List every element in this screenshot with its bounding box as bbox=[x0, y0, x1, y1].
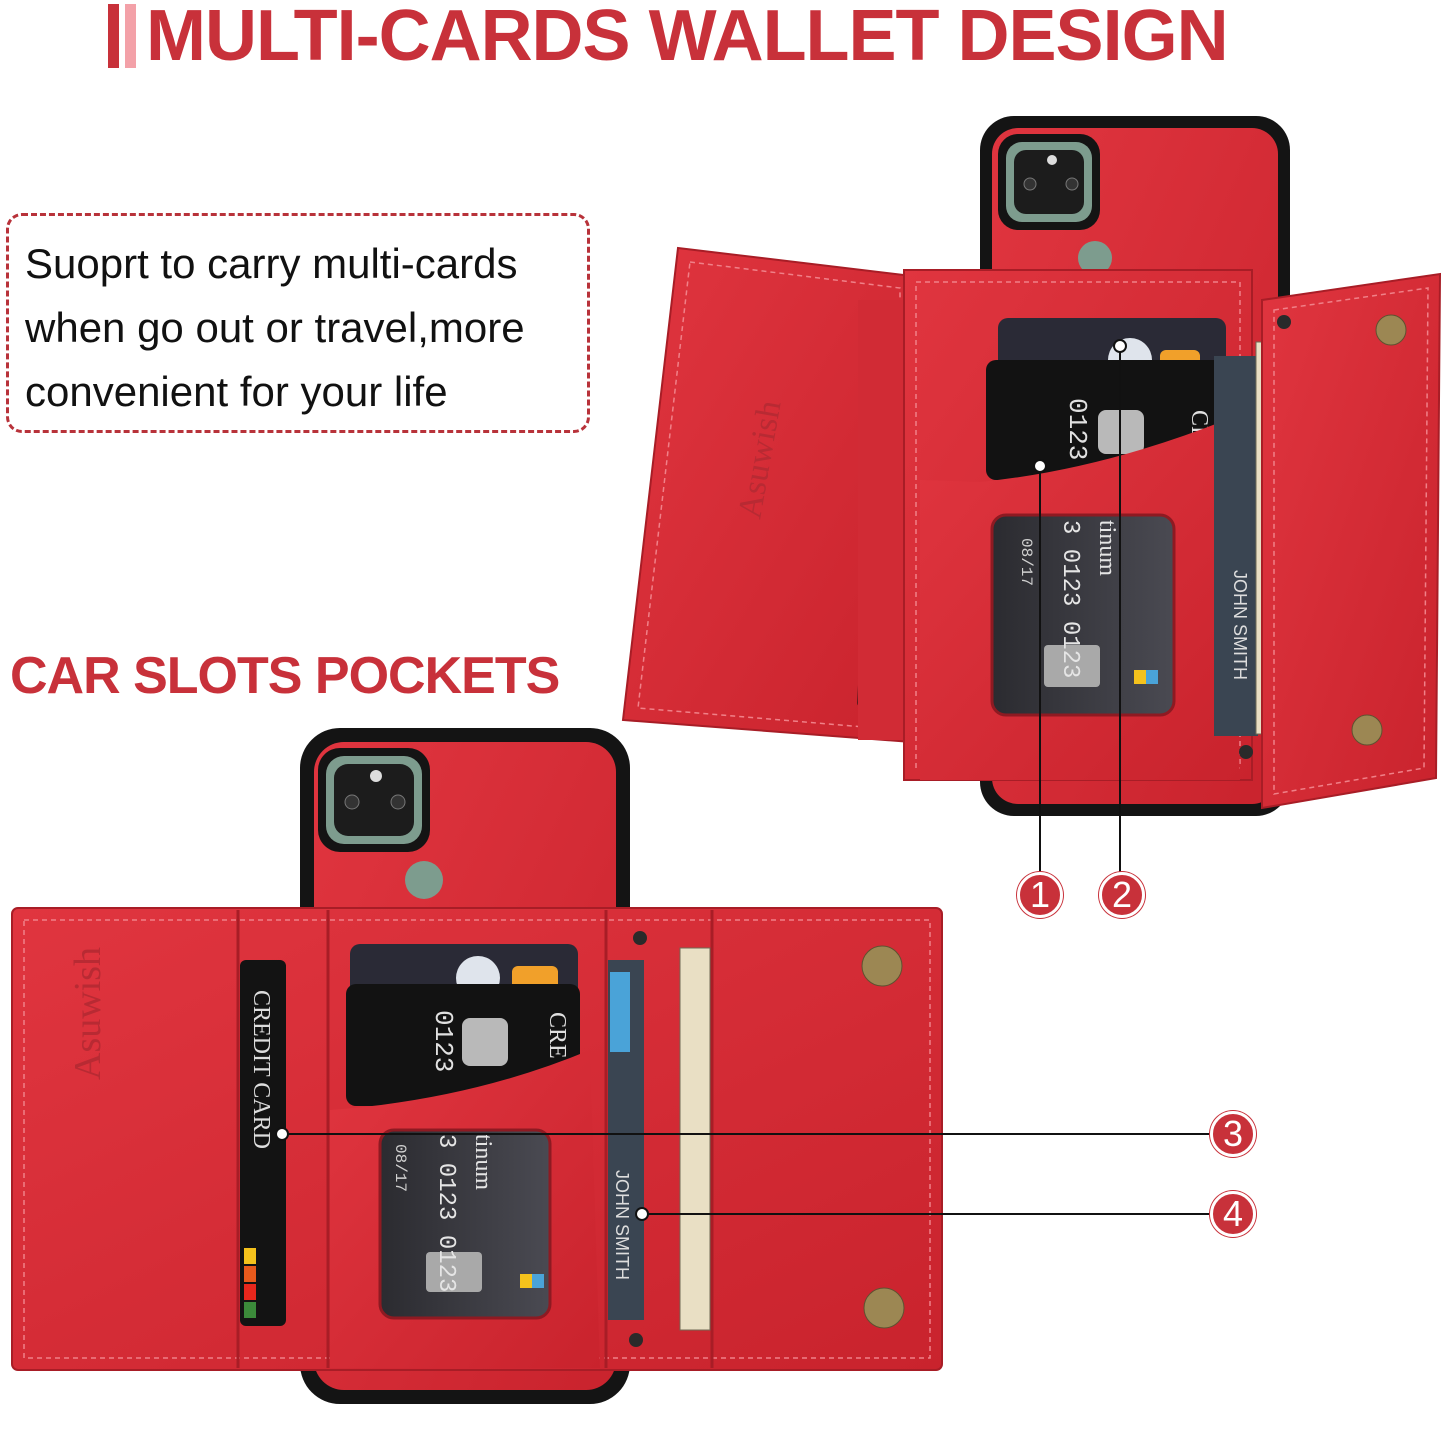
card-stripe bbox=[244, 1248, 256, 1264]
card-number-print: 0123 bbox=[1062, 398, 1092, 460]
card-number-long-bottom: 3 0123 0123 bbox=[432, 1134, 459, 1292]
rivet-icon bbox=[629, 1333, 643, 1347]
flap-stitching bbox=[637, 261, 901, 731]
callout-badge-1: 1 bbox=[1017, 872, 1063, 918]
callout-dot-1 bbox=[1033, 459, 1047, 473]
card-chip bbox=[462, 1018, 508, 1066]
platinum-print-bottom: tinum bbox=[470, 1134, 496, 1190]
top-wallet-phone: Asuwish CREDIT CARD 0123 CR tinum 3 0123… bbox=[621, 116, 1442, 816]
title-bar: MULTI-CARDS WALLET DESIGN bbox=[108, 0, 1229, 76]
callout-dot-2 bbox=[1113, 339, 1127, 353]
camera-lens-icon bbox=[344, 794, 360, 810]
callout-dot-3 bbox=[275, 1127, 289, 1141]
card-stripe bbox=[244, 1266, 256, 1282]
right-flap-top bbox=[1261, 272, 1442, 810]
camera-flash-bottom bbox=[370, 770, 382, 782]
note-line-3: convenient for your life bbox=[25, 368, 448, 415]
rivet-icon bbox=[1239, 745, 1253, 759]
fingerprint-sensor-top bbox=[1078, 241, 1112, 275]
card-cre-print: CRE bbox=[544, 1012, 570, 1059]
id-card-edge-top bbox=[1214, 356, 1258, 736]
snap-button-icon bbox=[1351, 714, 1383, 746]
platinum-print-top: tinum bbox=[1094, 520, 1120, 576]
camera-flash-top bbox=[1047, 155, 1057, 165]
snap-button-icon bbox=[1375, 314, 1407, 346]
rivet-icon bbox=[633, 931, 647, 945]
camera-lens-block-bottom bbox=[334, 764, 414, 836]
callout-dot-4 bbox=[635, 1207, 649, 1221]
note-line-2: when go out or travel,more bbox=[25, 304, 525, 351]
slot-pocket-top bbox=[858, 300, 908, 740]
window-pocket-top bbox=[990, 513, 1176, 717]
credit-card-print-bottom: CREDIT CARD bbox=[248, 990, 274, 1149]
callout-badge-3: 3 bbox=[1210, 1111, 1256, 1157]
camera-lens-icon bbox=[1065, 177, 1079, 191]
rivet-icon bbox=[1277, 315, 1291, 329]
camera-lens-icon bbox=[1023, 177, 1037, 191]
camera-lens-icon bbox=[390, 794, 406, 810]
card-chip bbox=[1044, 645, 1100, 687]
brand-emboss-bottom: Asuwish bbox=[67, 947, 109, 1080]
title-accent-bar-light bbox=[125, 4, 136, 68]
callout-badge-4: 4 bbox=[1210, 1191, 1256, 1237]
camera-lens-block-top bbox=[1014, 150, 1084, 214]
card-number-print-bottom: 0123 bbox=[428, 1010, 458, 1072]
flap-stitching bbox=[1273, 287, 1429, 795]
id-card-flag bbox=[610, 972, 630, 1052]
holder-name-top: JOHN SMITH bbox=[1230, 570, 1250, 680]
fingerprint-sensor-bottom bbox=[405, 861, 443, 899]
card-stripe bbox=[520, 1274, 532, 1288]
card-chip bbox=[426, 1252, 482, 1292]
card-stripe bbox=[244, 1284, 256, 1300]
snap-button-icon bbox=[863, 1287, 905, 1329]
bottom-wallet-phone: Asuwish CREDIT CARD 0123 CRE tinum 3 012… bbox=[11, 728, 943, 1404]
callout-badge-2: 2 bbox=[1099, 872, 1145, 918]
expiry-print-top: 08/17 bbox=[1017, 538, 1035, 586]
note-line-1: Suoprt to carry multi-cards bbox=[25, 240, 518, 287]
title-accent-bar bbox=[108, 4, 119, 68]
section-subtitle: CAR SLOTS POCKETS bbox=[10, 647, 560, 705]
snap-button-icon bbox=[861, 945, 903, 987]
card-stripe bbox=[532, 1274, 544, 1288]
expiry-print-bottom: 08/17 bbox=[391, 1144, 409, 1192]
credit-card-bottom bbox=[240, 960, 286, 1326]
page-title: MULTI-CARDS WALLET DESIGN bbox=[146, 0, 1229, 76]
window-pocket-bottom bbox=[378, 1128, 552, 1320]
card-number-long-top: 3 0123 0123 bbox=[1056, 520, 1083, 678]
card-stripe bbox=[1146, 670, 1158, 684]
card-stripe bbox=[1134, 670, 1146, 684]
cash-edge-bottom bbox=[679, 947, 711, 1331]
wallet-stitching bbox=[23, 919, 931, 1359]
feature-note-box: Suoprt to carry multi-cards when go out … bbox=[6, 213, 590, 433]
card-stripe bbox=[244, 1302, 256, 1318]
holder-name-bottom: JOHN SMITH bbox=[612, 1170, 632, 1280]
